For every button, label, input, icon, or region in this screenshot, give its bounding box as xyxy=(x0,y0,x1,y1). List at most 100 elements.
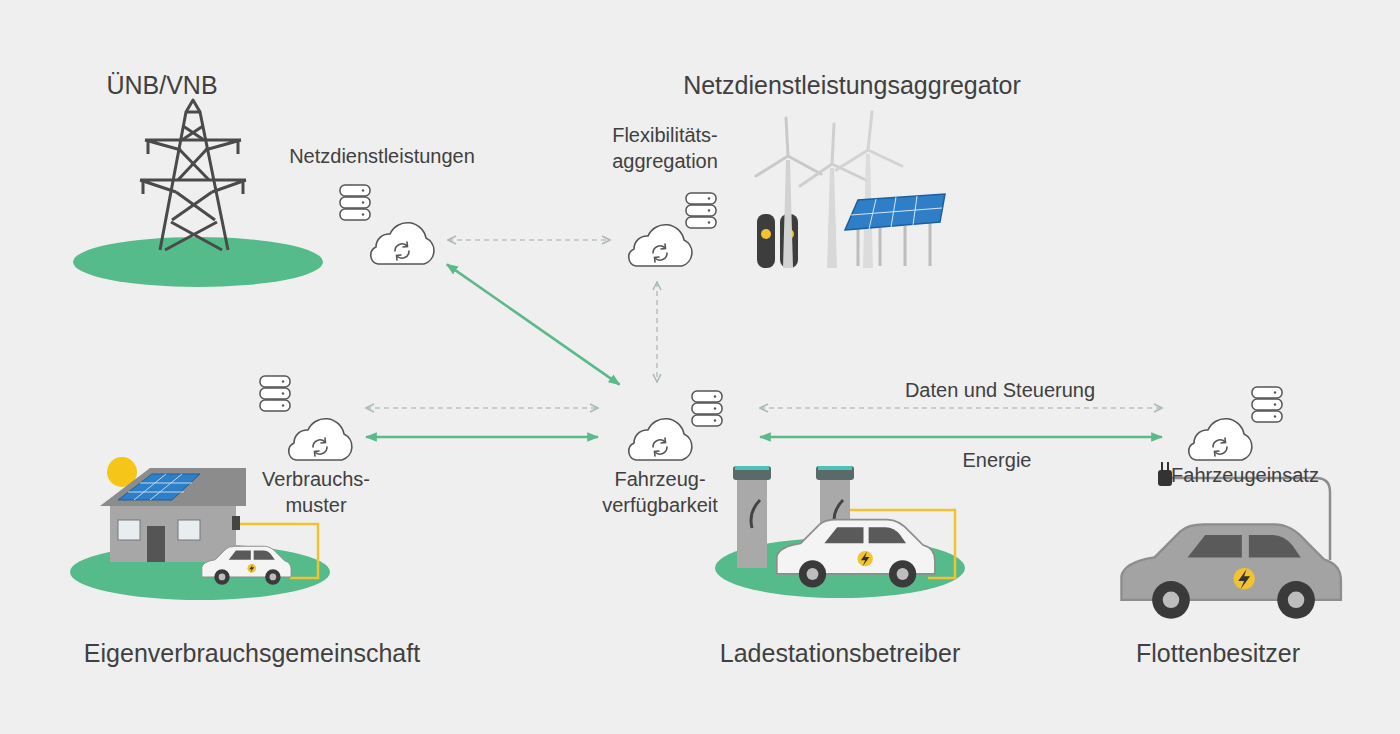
generation-scene-part-part xyxy=(836,112,902,170)
database-disk xyxy=(692,415,722,426)
pylon-scene-part-part xyxy=(178,150,209,180)
house-scene-part xyxy=(118,474,200,500)
sync-arrows xyxy=(653,244,667,262)
database-dot xyxy=(714,419,716,421)
house-scene-part xyxy=(110,500,236,562)
sync-arrows xyxy=(653,438,667,456)
service-cloud: Flexibilitäts- aggregation xyxy=(616,190,722,276)
database-disk xyxy=(1252,399,1282,410)
fleet-scene-part xyxy=(1162,462,1168,470)
generation-scene-part-part xyxy=(800,124,866,186)
charging-scene xyxy=(715,466,965,598)
database-dot xyxy=(282,392,284,394)
database-dot xyxy=(714,407,716,409)
actor-heading: Netzdienstleistungsaggregator xyxy=(683,70,1021,100)
cloud-label: Flexibilitäts- aggregation xyxy=(595,122,735,174)
pylon-scene-part-part xyxy=(140,180,246,192)
database-dot xyxy=(282,404,284,406)
generation-scene-part xyxy=(827,168,837,268)
connector-label: Daten und Steuerung xyxy=(905,378,1095,402)
database-disk xyxy=(686,193,716,204)
data-connector xyxy=(366,407,598,409)
cloud-label: Netzdienstleistungen xyxy=(252,143,512,169)
pylon-scene-part-part xyxy=(165,222,222,250)
house-scene-part xyxy=(232,516,240,530)
cloud-label: Fahrzeug- verfügbarkeit xyxy=(590,466,730,518)
database-dot xyxy=(1274,415,1276,417)
charging-scene-part xyxy=(751,500,760,528)
cloud-icon xyxy=(1180,416,1258,462)
database-disk xyxy=(692,391,722,402)
database-disk xyxy=(686,217,716,228)
pylon-scene-part-part xyxy=(172,192,215,220)
database-icon xyxy=(258,375,292,413)
charging-scene-part xyxy=(733,466,771,480)
data-connector xyxy=(448,239,610,241)
database-disk xyxy=(260,400,290,411)
database-icon xyxy=(690,390,724,428)
house-scene-part xyxy=(128,474,192,500)
pylon-scene-part-part xyxy=(143,140,243,194)
sync-arrows xyxy=(1213,438,1227,456)
database-disk xyxy=(1252,411,1282,422)
pylon-scene-part xyxy=(140,100,246,250)
cloud-outline xyxy=(629,225,692,266)
cloud-label: Fahrzeugeinsatz xyxy=(1145,462,1345,488)
database-dot xyxy=(282,380,284,382)
generation-scene-part xyxy=(851,196,942,229)
charging-scene-part xyxy=(816,466,854,480)
generation-scene-part xyxy=(757,214,775,268)
database-dot xyxy=(708,197,710,199)
database-dot xyxy=(708,221,710,223)
house-scene-part xyxy=(100,468,246,506)
pylon-scene-part-part xyxy=(145,140,241,150)
sync-arrows xyxy=(395,242,409,260)
charging-scene-part xyxy=(735,466,769,470)
fleet-scene-part xyxy=(1121,524,1340,618)
connector-label: Energie xyxy=(963,448,1032,472)
database-dot xyxy=(1274,391,1276,393)
database-dot xyxy=(1274,403,1276,405)
service-cloud: Verbrauchs- muster xyxy=(256,374,360,462)
service-cloud: Fahrzeug- verfügbarkeit xyxy=(604,388,754,464)
generation-scene-part xyxy=(845,194,945,230)
pylon-scene-part-part xyxy=(182,126,204,140)
database-icon xyxy=(338,184,372,222)
energy-connector xyxy=(366,436,598,439)
service-cloud: Fahrzeugeinsatz xyxy=(1168,384,1284,464)
database-dot xyxy=(708,209,710,211)
cloud-outline xyxy=(289,419,352,460)
pylon-scene-part-part xyxy=(186,100,200,112)
sync-arrows xyxy=(313,438,327,456)
database-dot xyxy=(714,395,716,397)
database-disk xyxy=(260,376,290,387)
generation-scene-part xyxy=(836,112,902,170)
generation-scene-part-part xyxy=(851,196,942,229)
database-dot xyxy=(362,201,364,203)
pylon-scene xyxy=(73,100,323,287)
generation-scene-part xyxy=(783,160,793,268)
database-dot xyxy=(362,189,364,191)
cloud-outline xyxy=(371,223,434,264)
database-disk xyxy=(340,209,370,220)
database-disk xyxy=(260,388,290,399)
fleet-scene-part xyxy=(1158,470,1172,486)
charging-scene-part xyxy=(737,478,767,568)
cloud-outline xyxy=(629,419,692,460)
database-icon xyxy=(684,192,718,230)
house-scene-part xyxy=(202,546,291,584)
charging-scene-part xyxy=(818,466,852,470)
cloud-label: Verbrauchs- muster xyxy=(246,466,386,518)
actor-heading: ÜNB/VNB xyxy=(106,70,217,100)
data-connector xyxy=(760,407,1162,409)
data-connector xyxy=(656,282,658,382)
cloud-outline xyxy=(1189,419,1252,460)
actor-heading: Eigenverbrauchsgemeinschaft xyxy=(84,638,420,668)
cloud-icon xyxy=(620,222,698,268)
generation-scene-part xyxy=(800,124,866,186)
database-disk xyxy=(340,185,370,196)
generation-scene-part xyxy=(756,118,821,176)
cloud-icon xyxy=(620,416,698,462)
